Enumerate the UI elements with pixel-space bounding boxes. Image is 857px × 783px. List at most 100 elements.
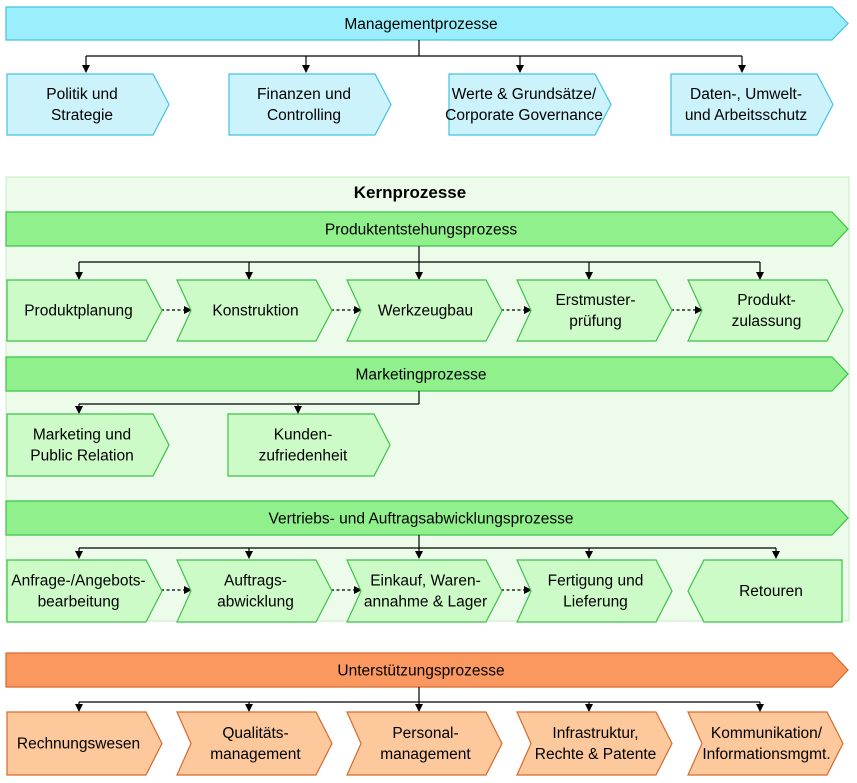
- product-item-5-shape: [687, 279, 844, 342]
- support-item-4: Infrastruktur, Rechte & Patente: [516, 711, 673, 776]
- management-item-2-line-2: Controlling: [267, 107, 341, 124]
- marketing-item-1-line-2: Public Relation: [30, 448, 133, 465]
- product-item-5-line-1: Produkt-: [737, 292, 796, 309]
- product-item-4-line-1: Erstmuster-: [555, 292, 635, 309]
- sales-item-1-shape: [6, 559, 163, 623]
- product-item-5: Produkt-zulassung: [687, 279, 844, 342]
- support-item-2-line-1: Qualitäts-: [222, 725, 288, 742]
- sales-bar-shape: [5, 500, 849, 536]
- management-item-1-line-1: Politik und: [46, 86, 118, 103]
- product-item-2-shape: [176, 279, 333, 342]
- support-item-4-line-2: Rechte & Patente: [535, 746, 657, 763]
- management-bar: Managementprozesse: [5, 6, 849, 41]
- sales-item-5: Retouren: [687, 559, 843, 623]
- product-item-3-shape: [346, 279, 503, 342]
- product-bar: Produktentstehungsprozess: [5, 211, 849, 247]
- core-process-title: Kernprozesse: [354, 183, 466, 202]
- support-item-2: Qualitäts-management: [176, 711, 333, 776]
- product-item-5-line-2: zulassung: [732, 313, 802, 330]
- product-item-2-line-1: Konstruktion: [212, 303, 298, 320]
- marketing-item-1-line-1: Marketing und: [33, 427, 131, 444]
- sales-item-1: Anfrage-/Angebots-bearbeitung: [6, 559, 163, 623]
- support-item-3-shape: [346, 711, 503, 776]
- support-item-5: Kommunikation/Informationsmgmt.: [687, 711, 844, 776]
- management-item-1-shape: [6, 73, 170, 136]
- product-item-3-line-1: Werkzeugbau: [378, 303, 473, 320]
- sales-item-3-line-1: Einkauf, Waren-: [370, 573, 481, 590]
- sales-item-5-line-1: Retouren: [739, 583, 803, 600]
- sales-item-1-line-1: Anfrage-/Angebots-: [11, 573, 145, 590]
- management-item-3-line-2: Corporate Governance: [445, 107, 603, 124]
- management-item-4-shape: [670, 73, 834, 136]
- connector-tree: [82, 40, 746, 73]
- marketing-item-2-line-1: Kunden-: [274, 427, 333, 444]
- marketing-bar-shape: [5, 356, 849, 392]
- marketing-item-2-shape: [227, 413, 391, 477]
- connector-tree: [75, 246, 764, 280]
- management-item-4-line-2: und Arbeitsschutz: [685, 107, 807, 124]
- support-bar: Unterstützungsprozesse: [5, 652, 849, 688]
- sales-item-4-line-2: Lieferung: [563, 594, 628, 611]
- support-bar-shape: [5, 652, 849, 688]
- connector-tree: [75, 391, 420, 414]
- support-item-1: Rechnungswesen: [6, 711, 163, 776]
- support-item-4-line-1: Infrastruktur,: [552, 725, 638, 742]
- marketing-bar: Marketingprozesse: [5, 356, 849, 392]
- management-bar-label: Managementprozesse: [344, 16, 497, 33]
- product-item-4-shape: [516, 279, 673, 342]
- sales-bar: Vertriebs- und Auftragsabwicklungsprozes…: [5, 500, 849, 536]
- sales-item-2: Auftrags-abwicklung: [176, 559, 333, 623]
- product-item-1-line-1: Produktplanung: [24, 303, 133, 320]
- management-item-3-line-1: Werte & Grundsätze/: [452, 86, 597, 103]
- sales-bar-label: Vertriebs- und Auftragsabwicklungsprozes…: [269, 511, 574, 528]
- sales-item-2-line-2: abwicklung: [217, 594, 294, 611]
- marketing-item-2: Kunden-zufriedenheit: [227, 413, 391, 477]
- support-item-2-shape: [176, 711, 333, 776]
- marketing-item-1-shape: [6, 413, 170, 477]
- sales-item-4-shape: [516, 559, 673, 623]
- product-item-4-line-2: prüfung: [569, 313, 622, 330]
- support-item-1-shape: [6, 711, 163, 776]
- sales-item-5-shape: [687, 559, 843, 623]
- product-item-3: Werkzeugbau: [346, 279, 503, 342]
- management-item-1-line-2: Strategie: [51, 107, 113, 124]
- support-item-3-line-1: Personal-: [392, 725, 458, 742]
- support-bar-label: Unterstützungsprozesse: [337, 663, 504, 680]
- sales-item-2-line-1: Auftrags-: [224, 573, 287, 590]
- product-bar-label: Produktentstehungsprozess: [325, 222, 517, 239]
- management-item-4-line-1: Daten-, Umwelt-: [690, 86, 802, 103]
- support-item-5-line-2: Informationsmgmt.: [702, 746, 830, 763]
- management-item-2-shape: [228, 73, 392, 136]
- support-item-2-line-2: management: [210, 746, 301, 763]
- support-item-3: Personal-management: [346, 711, 503, 776]
- marketing-bar-label: Marketingprozesse: [356, 367, 487, 384]
- management-item-3-shape: [448, 73, 612, 136]
- product-item-2: Konstruktion: [176, 279, 333, 342]
- product-item-1-shape: [6, 279, 163, 342]
- management-bar-shape: [5, 6, 849, 41]
- support-item-3-line-2: management: [380, 746, 471, 763]
- sales-item-3-shape: [346, 559, 503, 623]
- product-bar-shape: [5, 211, 849, 247]
- support-item-5-shape: [687, 711, 844, 776]
- management-item-3: Werte & Grundsätze/Corporate Governance: [445, 73, 612, 136]
- product-item-1: Produktplanung: [6, 279, 163, 342]
- sales-item-4-line-1: Fertigung und: [548, 573, 644, 590]
- sales-item-1-line-2: bearbeitung: [38, 594, 120, 611]
- sales-item-2-shape: [176, 559, 333, 623]
- support-item-5-line-1: Kommunikation/: [711, 725, 823, 742]
- management-item-4: Daten-, Umwelt-und Arbeitsschutz: [670, 73, 834, 136]
- connector-tree: [75, 687, 764, 712]
- sales-item-3: Einkauf, Waren-annahme & Lager: [346, 559, 503, 623]
- management-item-2-line-1: Finanzen und: [257, 86, 351, 103]
- connector-tree: [75, 535, 780, 559]
- support-item-4-shape: [516, 711, 673, 776]
- product-item-4: Erstmuster-prüfung: [516, 279, 673, 342]
- support-item-1-line-1: Rechnungswesen: [17, 736, 140, 753]
- sales-item-3-line-2: annahme & Lager: [364, 594, 487, 611]
